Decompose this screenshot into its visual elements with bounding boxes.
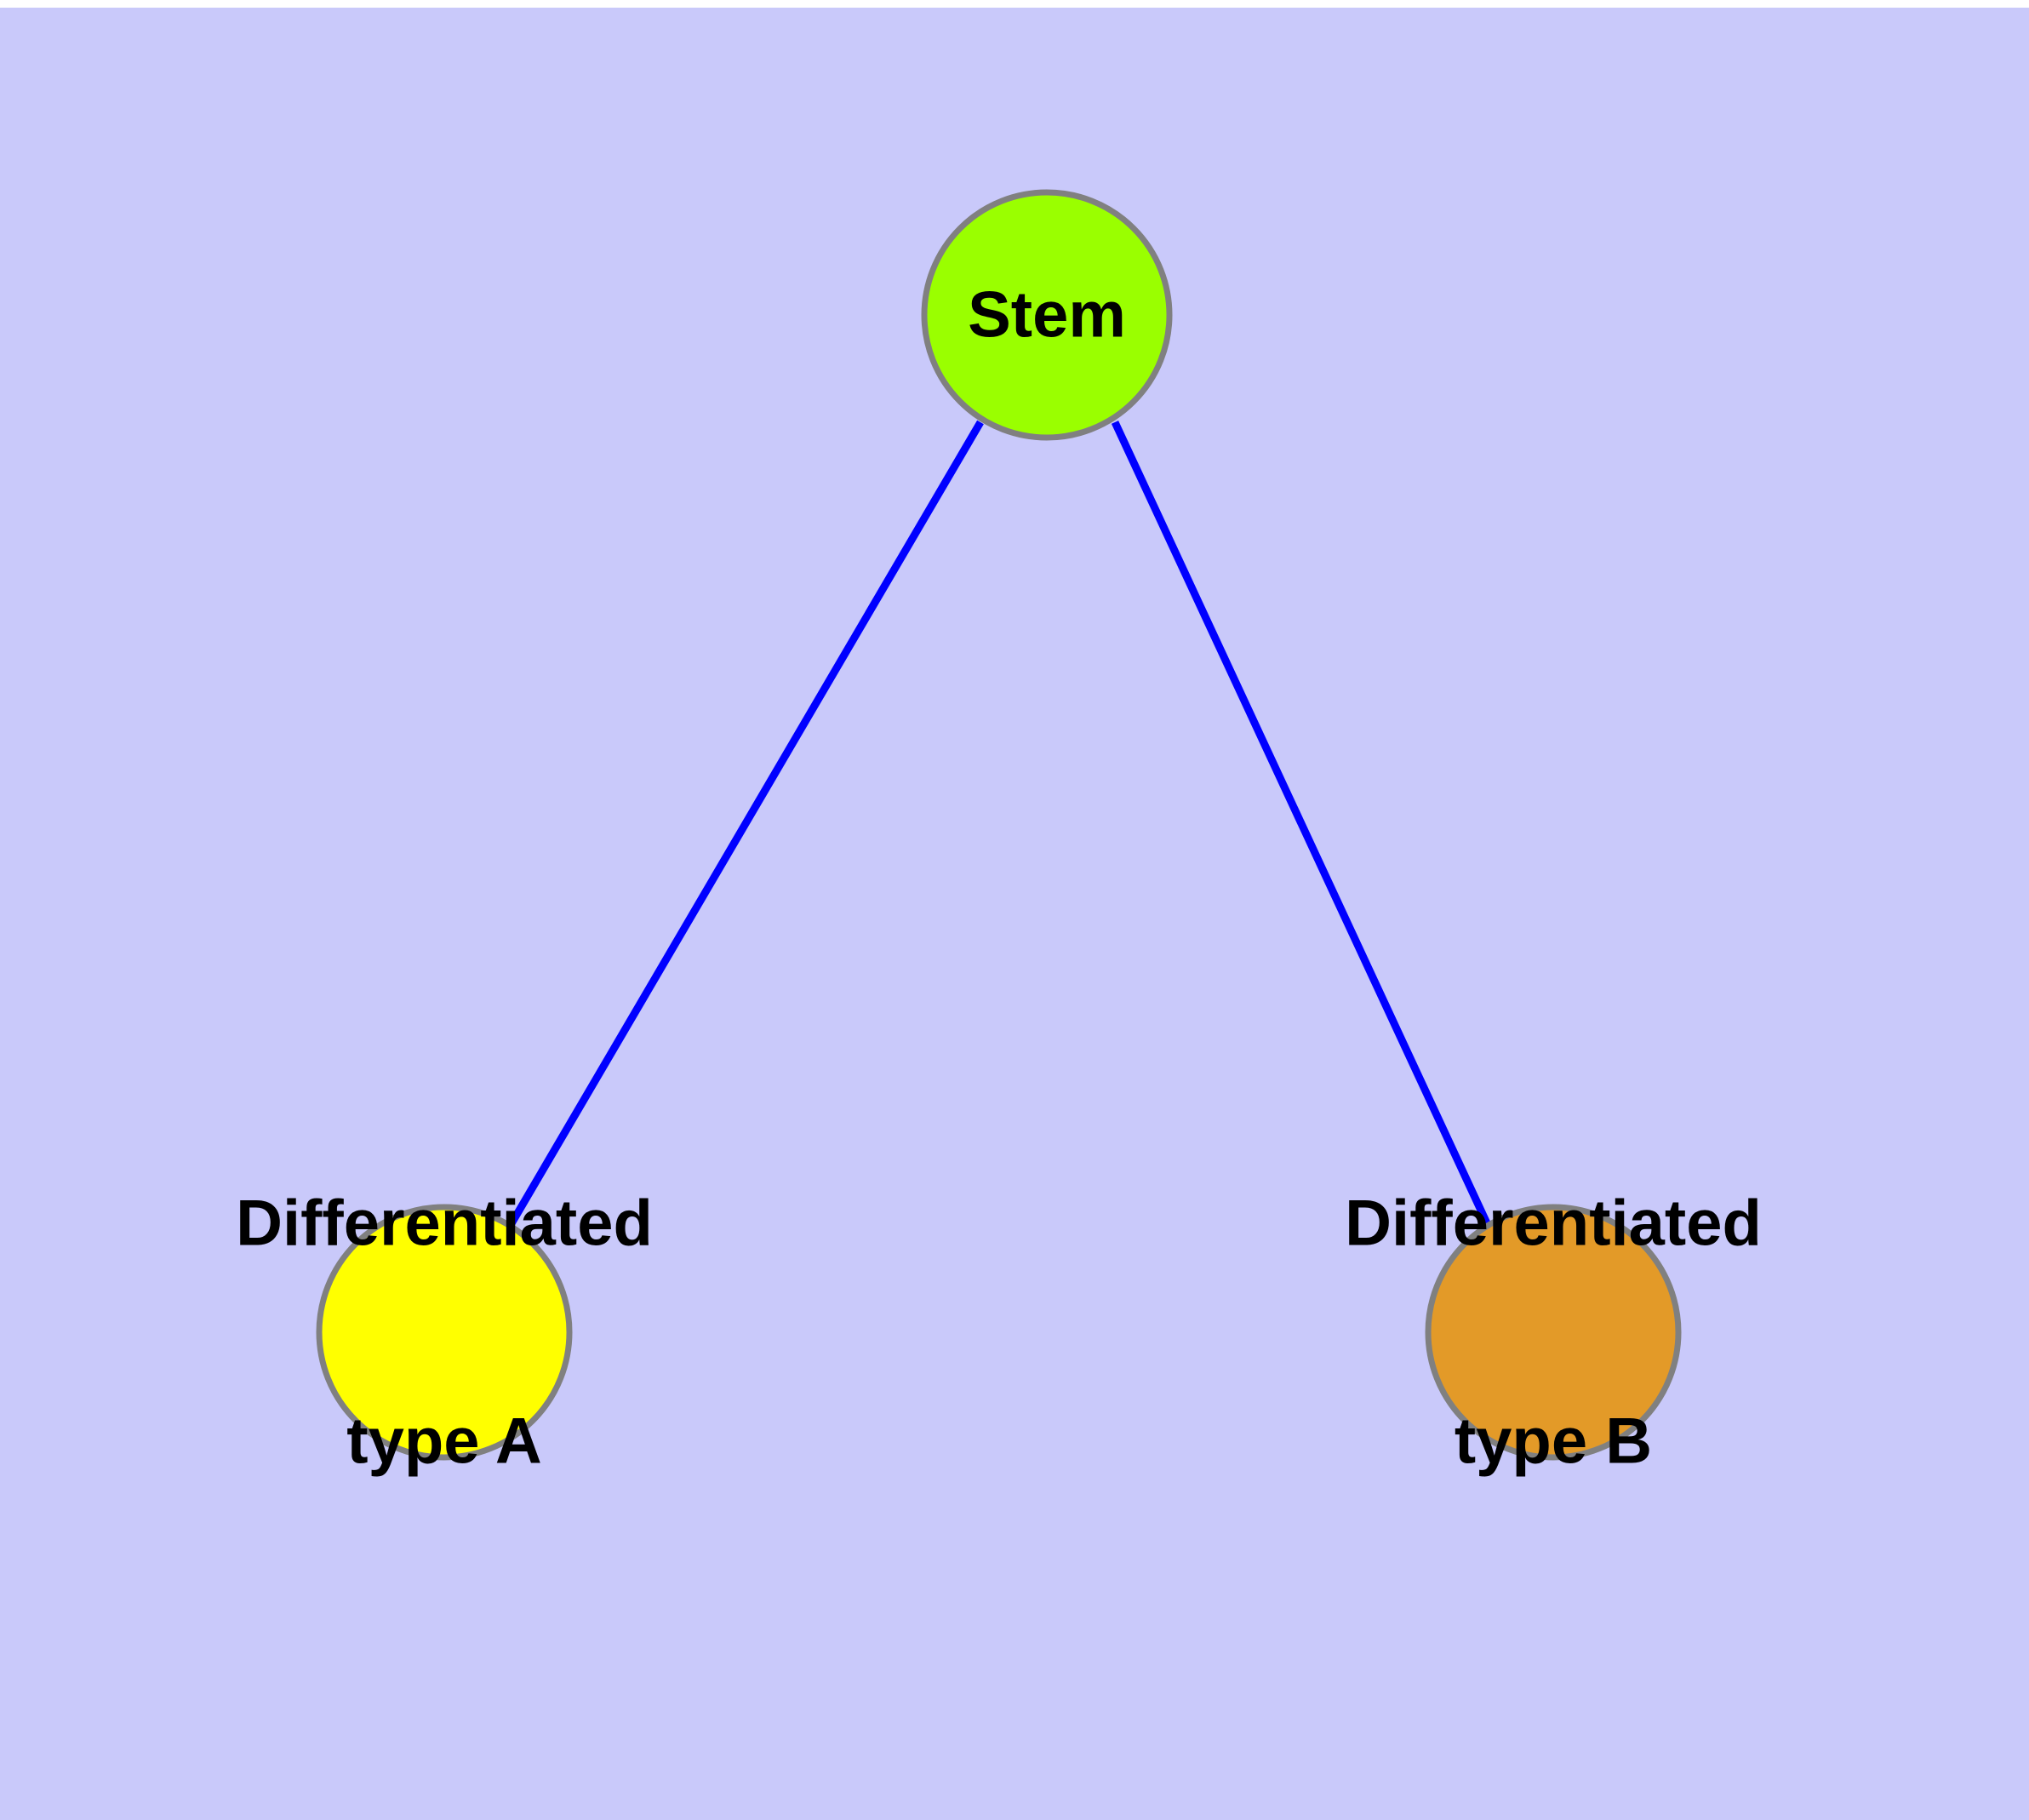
edges-group <box>507 420 1492 1228</box>
edge-stem-to-differentiated-type-a <box>507 420 984 1228</box>
nodes-group <box>316 189 1682 1461</box>
node-differentiated-type-b[interactable] <box>1425 1204 1682 1461</box>
node-differentiated-type-a[interactable] <box>316 1204 573 1461</box>
edge-stem-to-differentiated-type-b <box>1111 421 1492 1227</box>
node-stem[interactable] <box>921 189 1173 441</box>
